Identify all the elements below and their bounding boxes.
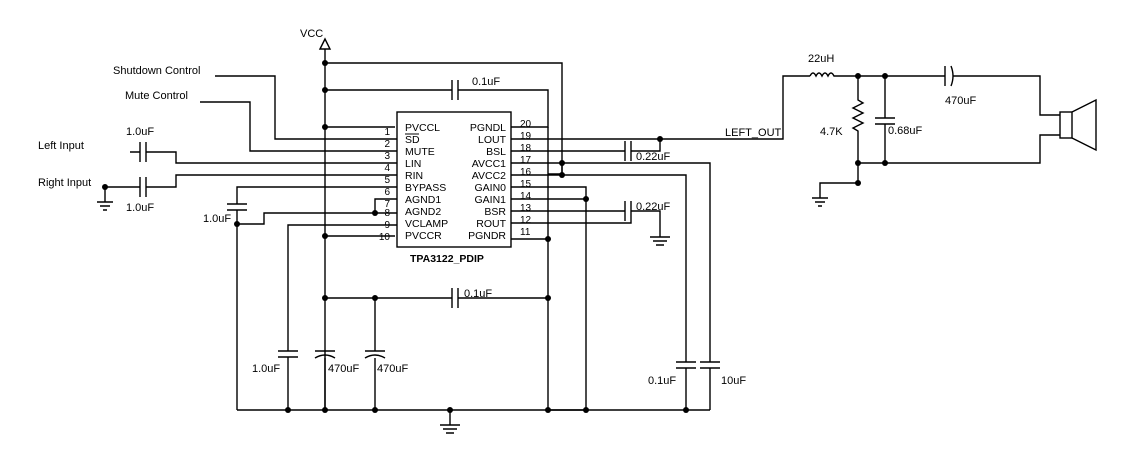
right-pins: PGNDL 20 LOUT 19 BSL 18 AVCC1 17 AVCC2 1… xyxy=(468,119,531,242)
pin-name: GAIN0 xyxy=(474,182,506,194)
pin-num: 15 xyxy=(520,179,532,190)
pin-name: BSR xyxy=(484,206,506,218)
pin-name: ROUT xyxy=(476,218,506,230)
speaker-icon xyxy=(1059,98,1097,152)
c-out-label: 470uF xyxy=(945,95,976,107)
c-filter-label: 0.68uF xyxy=(888,125,923,137)
left-out-label: LEFT_OUT xyxy=(725,127,782,139)
pin-num: 18 xyxy=(520,143,532,154)
c-avcc2-label: 10uF xyxy=(721,375,746,387)
pin-name: MUTE xyxy=(405,146,435,158)
pin-num: 14 xyxy=(520,191,532,202)
vcc-arrow-symbol xyxy=(318,37,332,50)
pin-name: PVCCR xyxy=(405,230,442,242)
c-bulk1-label: 470uF xyxy=(328,363,359,375)
c-right-in-label: 1.0uF xyxy=(126,202,154,214)
resistor-label: 4.7K xyxy=(820,126,843,138)
inductor-label: 22uH xyxy=(808,53,834,65)
c-bsl-label: 0.22uF xyxy=(636,151,671,163)
pin-num: 20 xyxy=(520,119,532,130)
left-pins: 1 PVCCL 2 SD 3 MUTE 4 LIN 5 RIN 6 BYPASS… xyxy=(379,122,448,243)
shutdown-label: Shutdown Control xyxy=(113,65,200,77)
pin-name: LOUT xyxy=(478,134,507,146)
pin-name: PGNDL xyxy=(470,122,506,134)
c-vclamp-label: 1.0uF xyxy=(252,363,280,375)
right-input-label: Right Input xyxy=(38,177,91,189)
pin-num: 17 xyxy=(520,155,532,166)
pin-name: BSL xyxy=(486,146,506,158)
mute-label: Mute Control xyxy=(125,90,188,102)
pin-name: AGND1 xyxy=(405,194,441,206)
c-bsr-label: 0.22uF xyxy=(636,201,671,213)
pin-num: 3 xyxy=(384,151,390,162)
pin-name: LIN xyxy=(405,158,421,170)
chip-name: TPA3122_PDIP xyxy=(410,253,484,265)
pin-name: RIN xyxy=(405,170,423,182)
pin-name: VCLAMP xyxy=(405,218,448,230)
pin-num: 2 xyxy=(384,139,390,150)
pin-num: 7 xyxy=(384,199,390,210)
pin-num: 12 xyxy=(520,215,532,226)
c-bypass-label: 1.0uF xyxy=(203,213,231,225)
junction-dots xyxy=(102,60,888,413)
c-bulk2-label: 470uF xyxy=(377,363,408,375)
c-avcc1-label: 0.1uF xyxy=(648,375,676,387)
pin-name: AVCC1 xyxy=(472,158,506,170)
pin-num: 11 xyxy=(520,227,531,238)
pin-num: 13 xyxy=(520,203,532,214)
pin-num: 10 xyxy=(379,232,391,243)
left-input-label: Left Input xyxy=(38,140,84,152)
pin-num: 6 xyxy=(384,187,390,198)
pin-name: SD xyxy=(405,134,420,146)
pin-name: PGNDR xyxy=(468,230,506,242)
pin-name: GAIN1 xyxy=(474,194,506,206)
c-left-in-label: 1.0uF xyxy=(126,126,154,138)
c-top-label: 0.1uF xyxy=(472,76,500,88)
pin-num: 16 xyxy=(520,167,532,178)
vcc-label: VCC xyxy=(300,28,323,40)
pin-name: PVCCL xyxy=(405,122,440,134)
pin-num: 5 xyxy=(384,175,390,186)
pin-name: AVCC2 xyxy=(472,170,506,182)
pin-num: 19 xyxy=(520,131,532,142)
pin-name: BYPASS xyxy=(405,182,446,194)
pin-num: 1 xyxy=(384,127,390,138)
pin-num: 4 xyxy=(384,163,390,174)
pin-name: AGND2 xyxy=(405,206,441,218)
c-mid-label: 0.1uF xyxy=(464,288,492,300)
